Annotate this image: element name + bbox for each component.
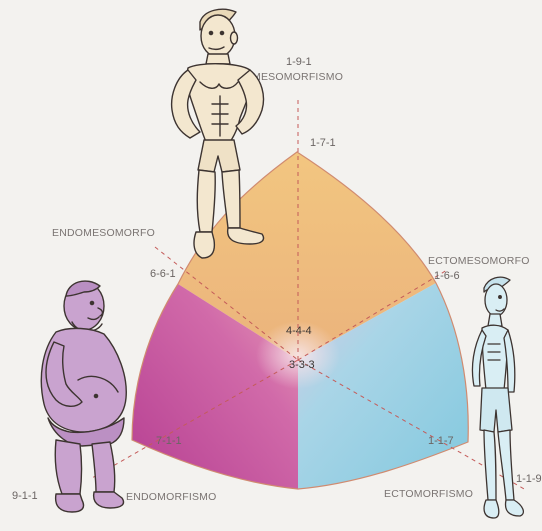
point-label-7-1-1: 7-1-1 [156,435,182,447]
point-label-1-1-7: 1-1-7 [428,435,454,447]
point-label-1-9-1: 1-9-1 [286,56,312,68]
point-label-9-1-1: 9-1-1 [12,490,38,502]
category-label-ectomorph: ECTOMORFISMO [384,488,473,500]
point-label-1-6-6: 1-6-6 [434,270,460,282]
point-label-3-3-3: 3-3-3 [289,359,315,371]
category-label-mesomorph: MESOMORFISMO [252,71,343,83]
point-label-4-4-4: 4-4-4 [286,325,312,337]
category-label-endomorph: ENDOMORFISMO [126,491,216,503]
point-label-1-7-1: 1-7-1 [310,137,336,149]
point-label-1-1-9: 1-1-9 [516,473,542,485]
point-label-6-6-1: 6-6-1 [150,268,176,280]
category-label-ectomesomorph: ECTOMESOMORFO [428,255,530,267]
category-label-endomesomorph: ENDOMESOMORFO [52,227,155,239]
endomorph-figure [41,281,126,512]
